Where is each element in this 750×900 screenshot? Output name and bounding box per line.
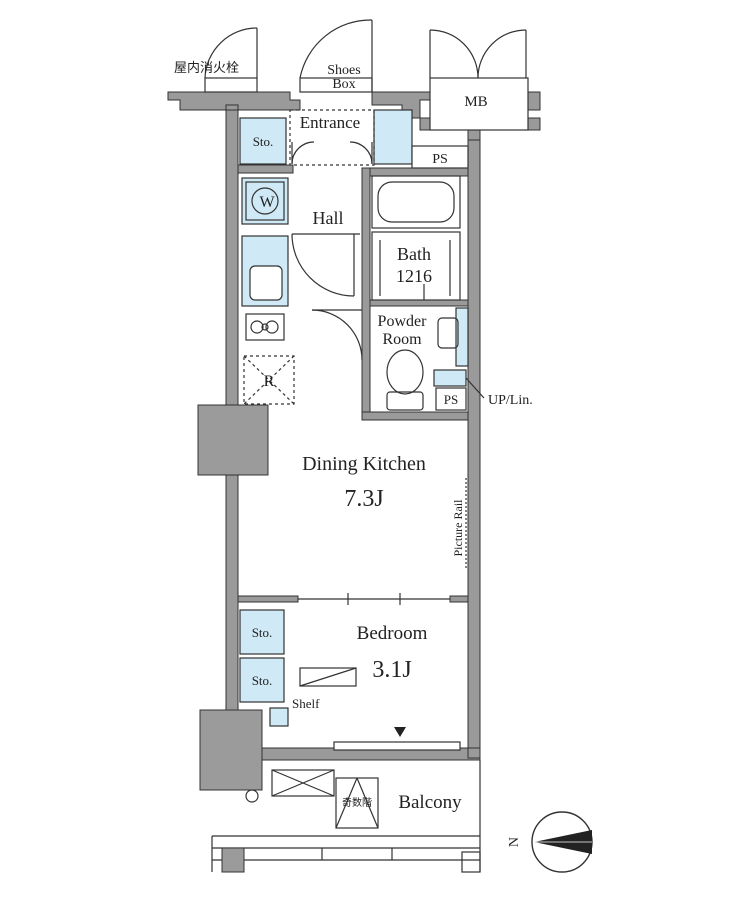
- mb-label: MB: [464, 94, 487, 110]
- hall-label: Hall: [313, 208, 344, 228]
- outdoor-unit: [271, 769, 335, 797]
- powder-vanity: [455, 307, 469, 367]
- shoes-box: [373, 109, 413, 165]
- corridor-doors: [204, 19, 529, 131]
- column-mid: [197, 404, 269, 476]
- bedroom-size-label: 3.1J: [372, 657, 411, 683]
- storage-bed-1-label: Sto.: [252, 625, 273, 640]
- compass-n-label: N: [507, 837, 522, 847]
- bedroom-top-wall-left: [237, 595, 299, 603]
- columns: [197, 404, 269, 873]
- toilet-icon: [386, 349, 424, 395]
- storage-bed-2: [239, 657, 285, 703]
- right-wall: [467, 127, 481, 759]
- washer-icon: [245, 181, 285, 221]
- gas-stove-icon: [245, 313, 285, 341]
- fire-hydrant-label: 屋内消火栓: [174, 60, 239, 76]
- bedroom-top-wall-right: [449, 595, 469, 603]
- balcony-label: Balcony: [398, 792, 462, 813]
- powder-sink: [437, 317, 459, 349]
- bath-powder-divider: [369, 299, 469, 307]
- left-wall-lower: [225, 474, 239, 711]
- balcony-window: [333, 741, 461, 751]
- shoes-box-label-1: Shoes: [327, 63, 360, 78]
- washer-label: W: [259, 194, 275, 211]
- emergency-stairs-label: 奇数階: [342, 796, 372, 809]
- sink-icon: [249, 265, 283, 301]
- dining-kitchen-label: Dining Kitchen: [302, 453, 426, 475]
- fire-hydrant-box: [204, 77, 258, 93]
- entrance-label: Entrance: [300, 113, 360, 132]
- ps-bottom-label: PS: [444, 392, 458, 407]
- shoes-box-label-2: Box: [332, 77, 355, 92]
- ps-top-box: [411, 145, 469, 169]
- bath-label-2: 1216: [396, 266, 432, 286]
- powder-bottom-wall: [361, 411, 469, 421]
- north-arrow-icon: [531, 811, 593, 873]
- aircon-box: [299, 667, 357, 687]
- bath-label-1: Bath: [397, 244, 431, 264]
- entrance-bottom-wall: [237, 164, 294, 174]
- fixtures: [211, 109, 485, 873]
- bedroom-label: Bedroom: [357, 623, 428, 644]
- column-small: [221, 847, 245, 873]
- mb-box: [429, 77, 529, 131]
- triangle-down-icon: [394, 727, 406, 737]
- storage-bed-1: [239, 609, 285, 655]
- dining-size-label: 7.3J: [344, 486, 383, 512]
- shelf-label: Shelf: [292, 696, 320, 711]
- shelf-box: [269, 707, 289, 727]
- bath-top-wall: [361, 167, 469, 177]
- bathtub-icon: [371, 175, 461, 229]
- powder-label-2: Room: [382, 331, 422, 348]
- bath-left-wall: [361, 167, 371, 421]
- washer-pan: [241, 177, 289, 225]
- labels: 屋内消火栓 Shoes Box MB Sto. Entrance PS W Ha…: [174, 60, 533, 847]
- powder-label-1: Powder: [378, 313, 428, 330]
- ps-lower-box: [435, 387, 467, 411]
- storage-entrance-label: Sto.: [253, 134, 274, 149]
- ps-upper: [433, 369, 467, 387]
- picture-rail-label: Picture Rail: [451, 499, 465, 557]
- entrance-step: [289, 109, 375, 166]
- storage-bed-2-label: Sto.: [252, 673, 273, 688]
- corridor-wall-far-right: [527, 91, 541, 111]
- column-lower: [199, 709, 263, 791]
- storage-entrance: [239, 117, 287, 165]
- left-wall: [225, 104, 239, 406]
- up-lin-label: UP/Lin.: [488, 393, 533, 408]
- ps-top-label: PS: [432, 152, 448, 167]
- refrigerator-box: [243, 355, 295, 405]
- refrigerator-label: R: [264, 373, 275, 390]
